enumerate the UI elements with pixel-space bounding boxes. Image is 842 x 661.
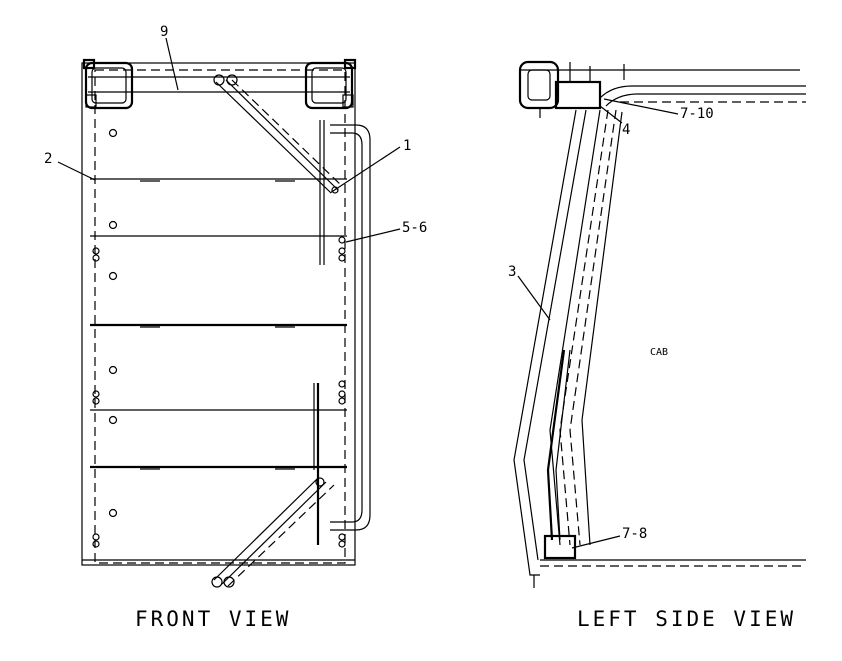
washer-hose-inner [330, 132, 363, 523]
label-3: 3 [508, 264, 516, 280]
label-7-10: 7-10 [680, 106, 714, 122]
side-leader-lines [517, 98, 679, 549]
label-1: 1 [403, 138, 411, 154]
front-view-caption: FRONT VIEW [135, 607, 291, 631]
side-roof [520, 69, 806, 107]
label-9: 9 [160, 24, 168, 40]
side-top-housing [518, 60, 625, 118]
front-view: 9 2 1 5-6 FRONT VIEW [44, 24, 427, 631]
side-view: 7-10 4 3 CAB 7-8 LEFT SIDE VIEW [508, 60, 806, 631]
washer-hose [330, 124, 371, 531]
side-window-frame [513, 109, 623, 576]
side-wiper-blade [546, 349, 571, 541]
label-cab: CAB [650, 347, 668, 358]
front-lower-wiper-blade [313, 383, 320, 545]
side-bottom-bracket [533, 534, 806, 588]
front-hinges [140, 180, 295, 470]
front-leader-lines [57, 37, 401, 243]
front-upper-wiper-blade [319, 120, 325, 265]
front-right-bracket [304, 58, 357, 110]
side-view-caption: LEFT SIDE VIEW [577, 607, 796, 631]
label-7-8: 7-8 [622, 526, 647, 542]
label-2: 2 [44, 151, 52, 167]
front-left-bracket [82, 58, 134, 110]
front-upper-wiper-arm [213, 74, 343, 194]
front-dashed-outline [94, 69, 346, 564]
front-lower-wiper-arms [211, 477, 335, 588]
label-5-6: 5-6 [402, 220, 427, 236]
label-4: 4 [622, 122, 630, 138]
front-frame [81, 62, 356, 566]
front-bolts [92, 128, 346, 548]
